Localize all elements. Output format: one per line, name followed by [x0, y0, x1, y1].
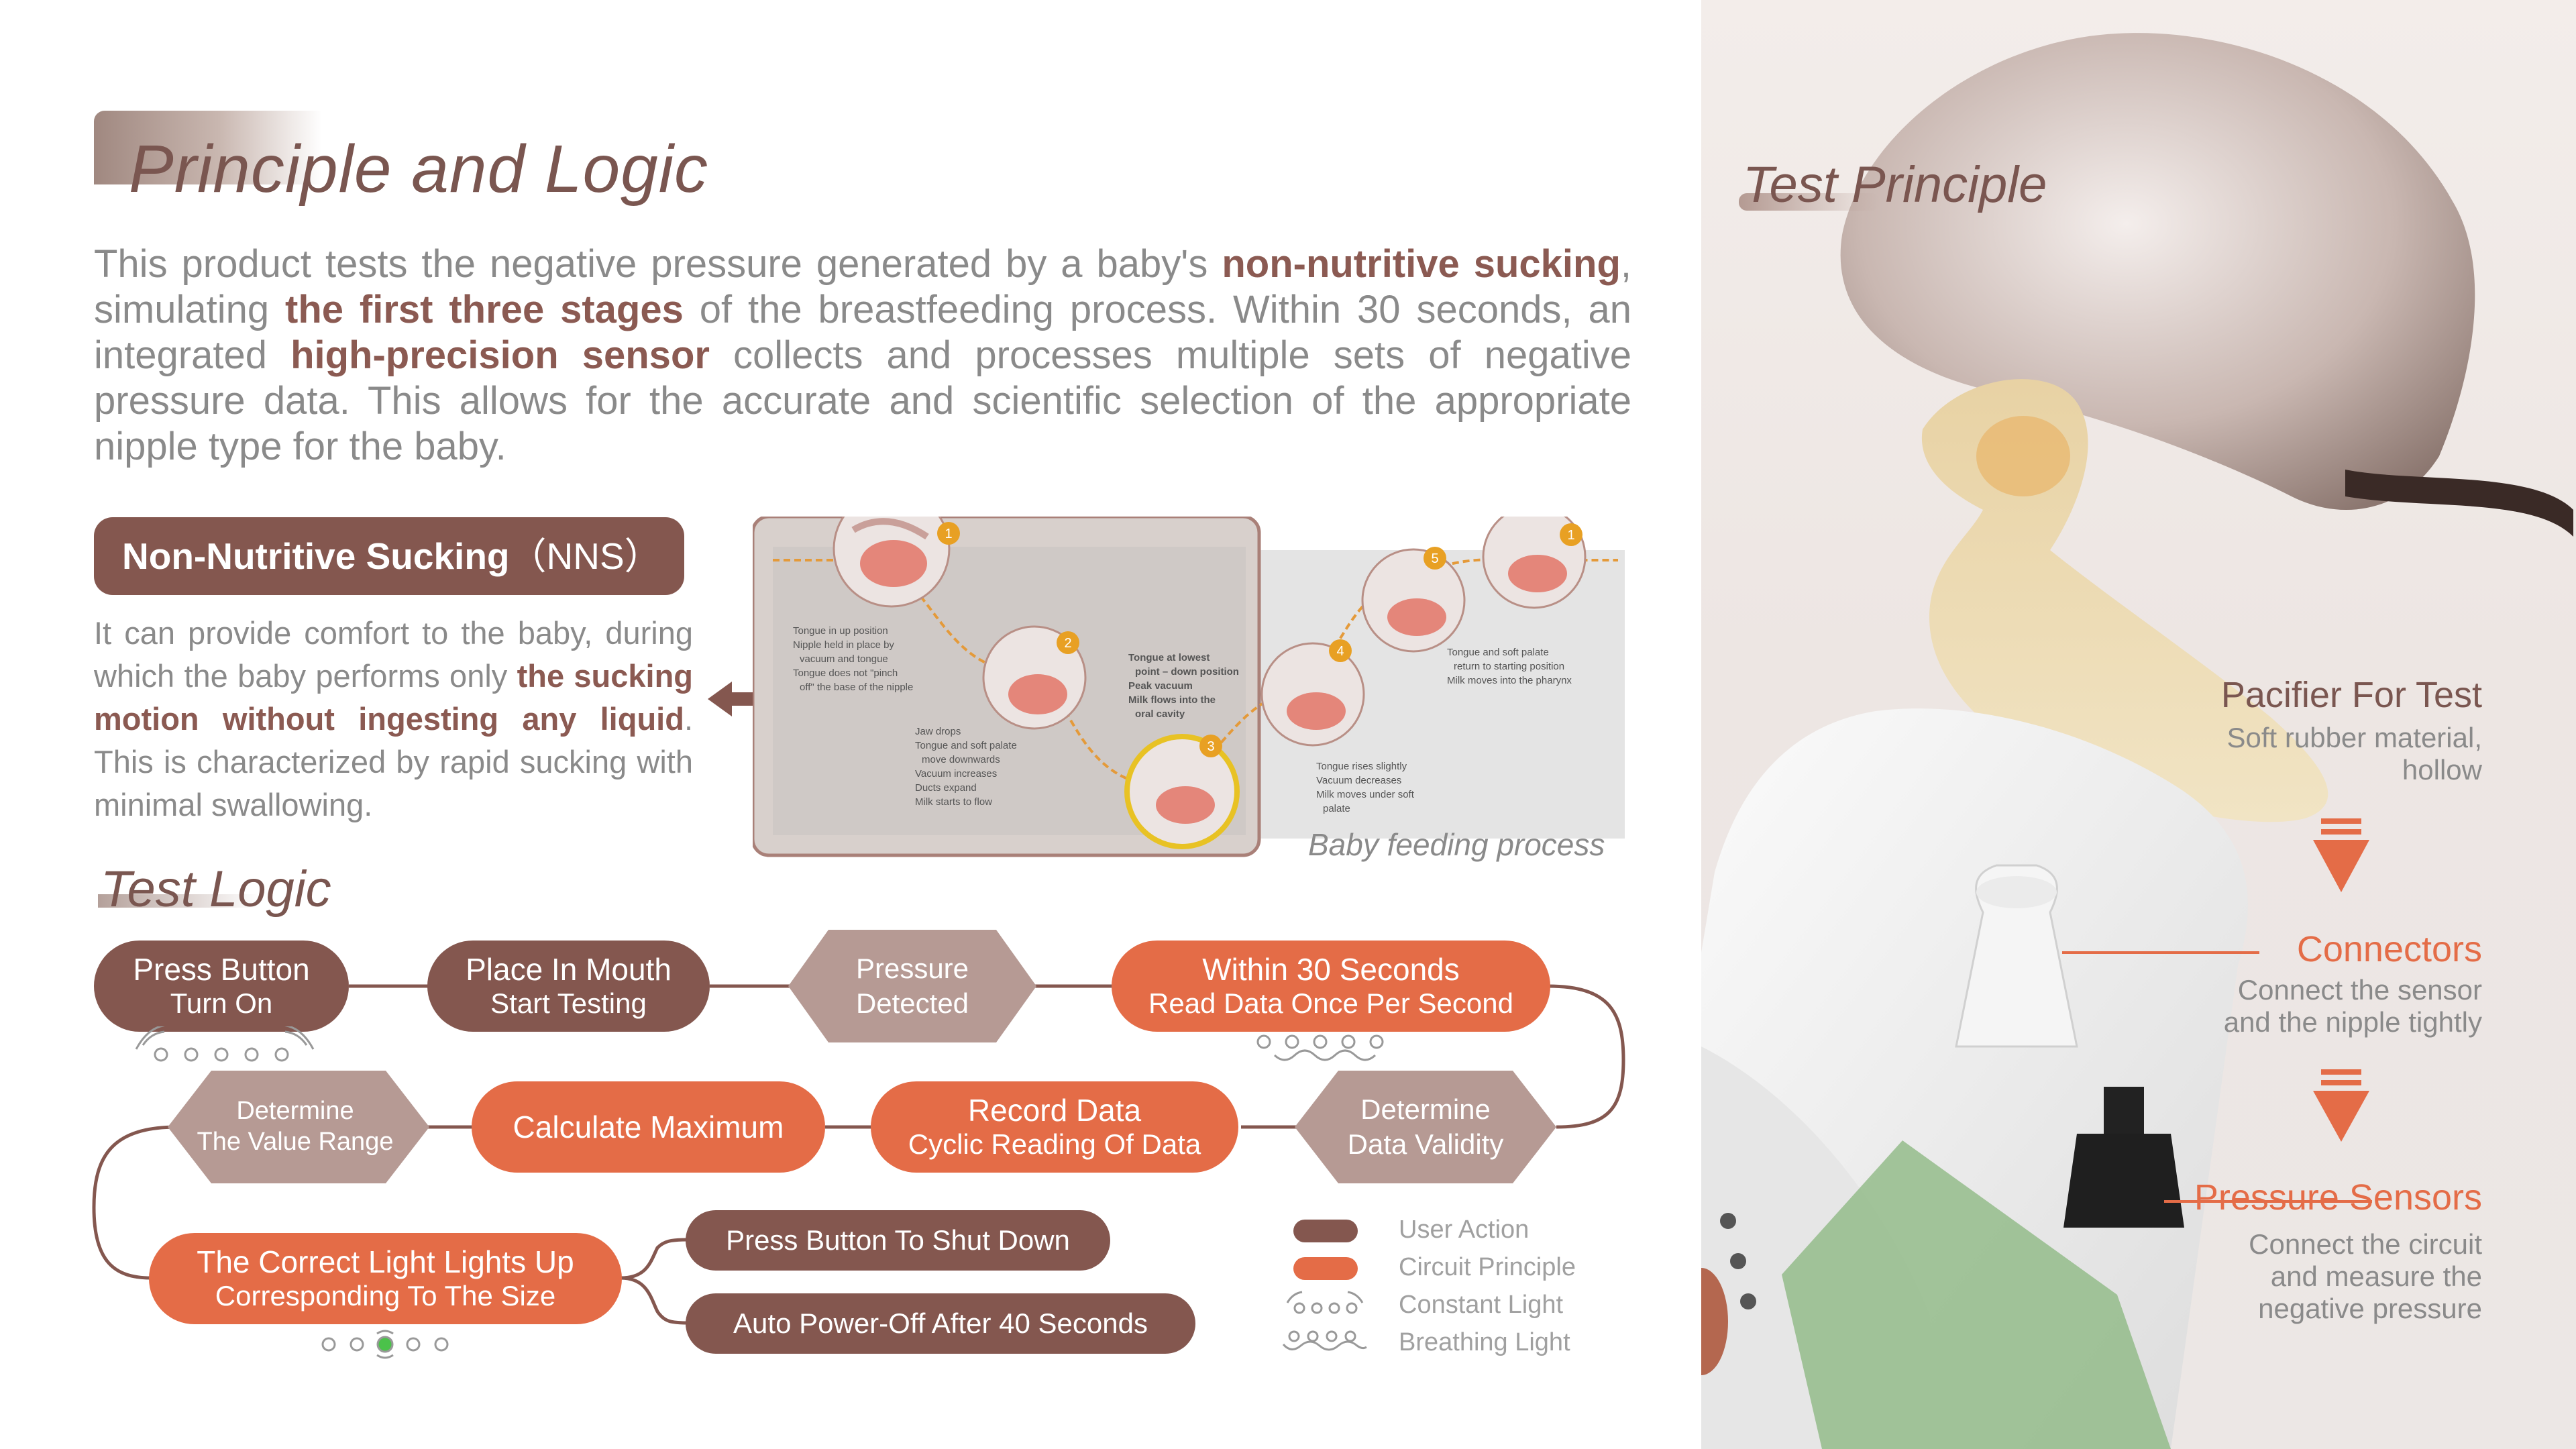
determine-validity-diamond: Determine Data Validity [1295, 1071, 1556, 1183]
sensors-desc-line: negative pressure [2258, 1293, 2482, 1324]
svg-text:palate: palate [1323, 803, 1350, 814]
page-title: Principle and Logic [129, 131, 708, 207]
stage-number: 5 [1431, 551, 1438, 566]
legend-breathing-light-icon [1282, 1330, 1367, 1351]
svg-text:Milk flows into the: Milk flows into the [1128, 694, 1216, 706]
svg-text:Jaw drops: Jaw drops [915, 726, 961, 737]
svg-text:Tongue in up position: Tongue in up position [793, 625, 888, 637]
stage-5-illustration [1361, 548, 1466, 653]
test-logic-accent [98, 894, 259, 908]
svg-text:Peak vacuum: Peak vacuum [1128, 680, 1193, 692]
svg-text:Milk moves into the pharynx: Milk moves into the pharynx [1447, 675, 1572, 686]
connectors-desc-line: Connect the sensor [2237, 974, 2482, 1006]
stage-4-illustration [1260, 642, 1365, 747]
svg-text:Determine: Determine [236, 1097, 354, 1125]
svg-text:Tongue does not "pinch: Tongue does not "pinch [793, 667, 898, 679]
record-data-node: Record Data Cyclic Reading Of Data [871, 1081, 1238, 1173]
stage-number: 4 [1336, 644, 1344, 659]
pacifier-heading: Pacifier For Test [2220, 675, 2482, 715]
sensors-heading: Pressure Sensors [2194, 1177, 2482, 1218]
title-accent-bar [94, 111, 322, 184]
svg-text:off" the base of the nipple: off" the base of the nipple [800, 682, 913, 693]
intro-paragraph: This product tests the negative pressure… [94, 242, 1632, 468]
press-shut-down-node: Press Button To Shut Down [686, 1210, 1110, 1271]
stage-number: 2 [1064, 636, 1071, 651]
pacifier-desc-line: Soft rubber material, [2226, 722, 2482, 753]
stage-number: 3 [1207, 739, 1214, 754]
svg-text:Tongue rises slightly: Tongue rises slightly [1316, 761, 1407, 772]
within-30-seconds-node: Within 30 Seconds Read Data Once Per Sec… [1112, 941, 1550, 1032]
press-button-turn-on-node: Press Button Turn On [94, 941, 349, 1032]
svg-text:Detected: Detected [856, 987, 969, 1019]
test-principle-accent [1739, 193, 1880, 211]
svg-text:vacuum and tongue: vacuum and tongue [800, 653, 888, 665]
breathing-light-indicator-icon [1256, 1034, 1384, 1061]
arrow-left-icon [708, 682, 767, 716]
svg-text:Tongue and soft palate: Tongue and soft palate [1447, 647, 1549, 658]
legend-constant-light-label: Constant Light [1399, 1291, 1564, 1319]
determine-range-diamond: Determine The Value Range [168, 1071, 429, 1183]
device-exploded-illustration [1701, 33, 2573, 1449]
diagram-caption: Baby feeding process [1308, 827, 1605, 862]
light-result-indicator-icon [321, 1330, 449, 1359]
correct-light-node: The Correct Light Lights Up Correspondin… [149, 1233, 622, 1324]
svg-text:Pressure: Pressure [856, 953, 969, 984]
svg-text:Milk moves under soft: Milk moves under soft [1316, 789, 1415, 800]
svg-text:Ducts expand: Ducts expand [915, 782, 977, 794]
connectors-heading: Connectors [2296, 929, 2482, 969]
place-in-mouth-node: Place In Mouth Start Testing [427, 941, 710, 1032]
constant-light-indicator-icon [135, 1026, 315, 1062]
legend-breathing-light-label: Breathing Light [1399, 1328, 1570, 1356]
svg-text:move downwards: move downwards [922, 754, 1000, 765]
test-logic-title: Test Logic [101, 861, 331, 918]
svg-text:Tongue and soft palate: Tongue and soft palate [915, 740, 1017, 751]
legend-user-action-swatch [1293, 1220, 1358, 1242]
stage-2-illustration [982, 625, 1087, 730]
connectors-desc-line: and the nipple tightly [2223, 1006, 2482, 1038]
legend-user-action-label: User Action [1399, 1216, 1529, 1244]
svg-text:Milk starts to flow: Milk starts to flow [915, 796, 992, 808]
pressure-detected-diamond: Pressure Detected [788, 930, 1036, 1042]
baby-feeding-diagram: 1 2 3 4 5 1 Tongue in up position Nipple… [753, 517, 1625, 857]
svg-text:Data Validity: Data Validity [1348, 1128, 1504, 1160]
svg-text:Vacuum increases: Vacuum increases [915, 768, 997, 780]
stage-1-illustration [833, 517, 951, 608]
test-principle-panel [1701, 0, 2576, 1449]
legend-circuit-swatch [1293, 1257, 1358, 1280]
stage-1b-illustration [1482, 517, 1587, 609]
legend-circuit-label: Circuit Principle [1399, 1253, 1576, 1281]
stage-number: 1 [945, 527, 952, 541]
sensors-desc-line: Connect the circuit [2249, 1228, 2482, 1260]
svg-text:Nipple held in place by: Nipple held in place by [793, 639, 894, 651]
stage-number: 1 [1567, 528, 1574, 543]
svg-text:point – down position: point – down position [1135, 666, 1239, 678]
auto-power-off-node: Auto Power-Off After 40 Seconds [686, 1293, 1195, 1354]
svg-text:Determine: Determine [1360, 1093, 1491, 1125]
nns-heading-pill: Non-Nutritive Sucking（NNS） [94, 517, 684, 595]
legend-constant-light-icon [1286, 1291, 1364, 1314]
svg-text:The Value Range: The Value Range [197, 1128, 394, 1156]
pacifier-desc-line: hollow [2402, 754, 2482, 786]
svg-text:Tongue at lowest: Tongue at lowest [1128, 652, 1210, 663]
svg-text:Vacuum decreases: Vacuum decreases [1316, 775, 1401, 786]
nns-description: It can provide comfort to the baby, duri… [94, 615, 694, 822]
stage-3-illustration [1124, 734, 1240, 849]
svg-text:oral cavity: oral cavity [1135, 708, 1185, 720]
calculate-maximum-node: Calculate Maximum [472, 1081, 825, 1173]
sensors-desc-line: and measure the [2270, 1260, 2482, 1292]
svg-text:return to starting position: return to starting position [1454, 661, 1564, 672]
test-principle-title: Test Principle [1743, 156, 2047, 213]
